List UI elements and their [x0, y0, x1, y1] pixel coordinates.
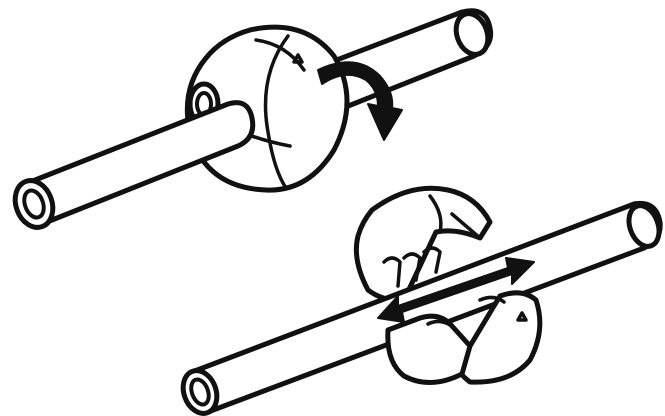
bottom-lower-shell — [385, 290, 543, 385]
bottom-assembly — [180, 185, 663, 416]
bottom-cable — [180, 200, 663, 416]
bottom-upper-shell — [353, 185, 493, 303]
curved-arrow-icon — [317, 61, 403, 141]
double-arrow-icon — [377, 257, 535, 323]
triangle-marker-icon — [292, 53, 304, 64]
top-cable-left — [12, 100, 256, 230]
top-assembly — [12, 8, 494, 230]
triangle-marker-icon — [516, 311, 528, 322]
